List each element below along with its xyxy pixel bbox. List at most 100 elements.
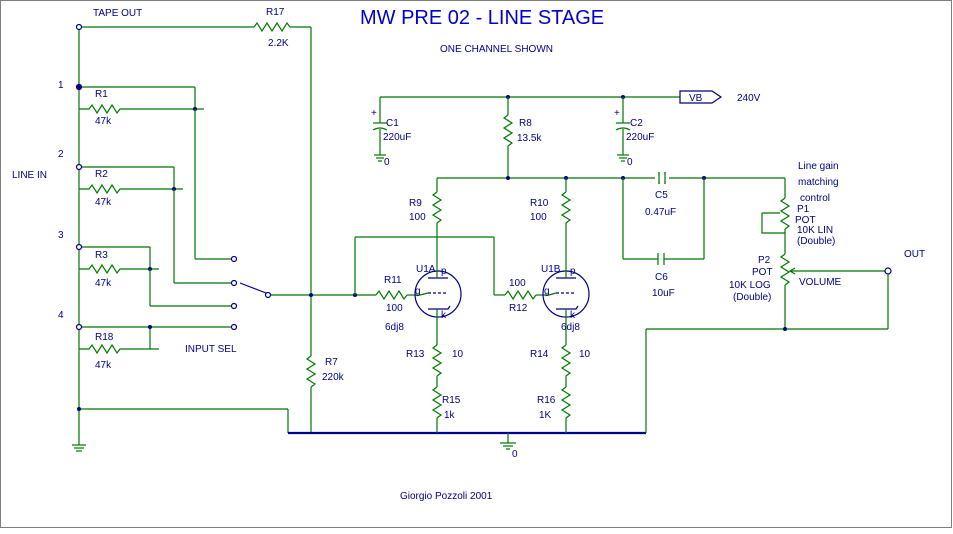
main-ground-label: 0 — [512, 449, 518, 460]
r8-value: 13.5k — [517, 133, 542, 144]
r2-ref: R2 — [95, 169, 108, 180]
p1-kind: POT — [795, 215, 816, 226]
resistor-r16 — [560, 386, 572, 419]
r3-ref: R3 — [95, 250, 108, 261]
u1a-type: 6dj8 — [385, 322, 404, 333]
supply-tag: VB — [689, 93, 703, 104]
capacitor-c1 — [372, 97, 388, 162]
r11-ref: R11 — [384, 275, 402, 286]
c5-ref: C5 — [655, 190, 668, 201]
u1b-pin-k: k — [570, 310, 576, 321]
out-terminal — [884, 267, 892, 275]
r2-value: 47k — [95, 197, 112, 208]
r12-ref: R12 — [509, 303, 528, 314]
resistor-r12 — [504, 289, 537, 301]
r12-value: 100 — [509, 278, 526, 289]
c2-ground: 0 — [627, 157, 633, 168]
tape-out-label: TAPE OUT — [93, 8, 142, 19]
r13-value: 10 — [452, 349, 464, 360]
resistor-r8 — [502, 114, 514, 147]
r18-value: 47k — [95, 360, 112, 371]
gain-note-line2: matching — [798, 177, 839, 188]
p1-ref: P1 — [797, 204, 810, 215]
input-4: 4 R18 47k — [58, 310, 231, 371]
input-4-number: 4 — [58, 310, 64, 321]
p2-ref: P2 — [758, 255, 771, 266]
tube-u1b — [542, 270, 590, 345]
c5-value: 0.47uF — [645, 207, 676, 218]
resistor-r7 — [305, 355, 317, 388]
u1b-type: 6dj8 — [561, 322, 580, 333]
r17-ref: R17 — [266, 7, 285, 18]
r13-ref: R13 — [406, 349, 425, 360]
r14-ref: R14 — [530, 349, 549, 360]
credit: Giorgio Pozzoli 2001 — [400, 491, 493, 502]
r9-ref: R9 — [409, 198, 422, 209]
subtitle: ONE CHANNEL SHOWN — [440, 44, 553, 55]
p2-value: 10K LOG — [729, 280, 771, 291]
input-sel-label: INPUT SEL — [185, 344, 237, 355]
u1b-pin-p: p — [570, 266, 576, 277]
r16-ref: R16 — [537, 395, 556, 406]
resistor-r11 — [375, 289, 408, 301]
page-title: MW PRE 02 - LINE STAGE — [360, 7, 604, 29]
r15-ref: R15 — [442, 395, 461, 406]
c2-value: 220uF — [626, 132, 654, 143]
u1b-ref: U1B — [541, 264, 561, 275]
r10-value: 100 — [530, 212, 547, 223]
pot-p1 — [779, 197, 791, 230]
r15-value: 1k — [444, 410, 456, 421]
tape-out-terminal — [75, 23, 83, 31]
c2-polarity: + — [614, 108, 620, 119]
r9-value: 100 — [409, 212, 426, 223]
pot-p1-wiper — [761, 212, 785, 234]
r7-value: 220k — [322, 372, 345, 383]
line-in-label: LINE IN — [12, 170, 47, 181]
input-2: 2 R2 47k — [58, 149, 231, 284]
input-2-number: 2 — [58, 149, 64, 160]
r17-value: 2.2K — [268, 38, 289, 49]
input-2-terminal — [75, 163, 83, 171]
resistor-r13 — [431, 344, 443, 377]
gain-note-line3: control — [800, 193, 830, 204]
tube-u1a — [414, 270, 462, 345]
ground-symbol-left — [72, 444, 86, 452]
c1-value: 220uF — [383, 132, 411, 143]
resistor-r9 — [431, 191, 443, 224]
resistor-r14 — [560, 344, 572, 377]
supply-tag-shape — [679, 90, 723, 104]
p1-value: 10K LIN — [797, 225, 833, 236]
p2-kind: POT — [752, 267, 773, 278]
p1-note: (Double) — [797, 236, 835, 247]
r14-value: 10 — [579, 349, 591, 360]
c1-polarity: + — [371, 108, 377, 119]
c2-ref: C2 — [630, 118, 643, 129]
r18-ref: R18 — [95, 332, 114, 343]
r7-ref: R7 — [325, 357, 338, 368]
r16-value: 1K — [539, 410, 552, 421]
pot-p2 — [779, 253, 791, 286]
r1-value: 47k — [95, 116, 112, 127]
input-3-terminal — [75, 243, 83, 251]
p2-function: VOLUME — [799, 277, 842, 288]
resistor-r17 — [253, 21, 291, 33]
input-3: 3 R3 47k — [58, 230, 231, 307]
u1a-pin-p: p — [441, 266, 447, 277]
input-1-number: 1 — [58, 80, 64, 91]
r3-value: 47k — [95, 278, 112, 289]
input-3-number: 3 — [58, 230, 64, 241]
resistor-r10 — [560, 191, 572, 224]
input-4-terminal — [75, 323, 83, 331]
r8-ref: R8 — [519, 118, 532, 129]
c6-ref: C6 — [655, 272, 668, 283]
input-selector-switch — [230, 255, 272, 331]
gain-note-line1: Line gain — [798, 161, 839, 172]
out-label: OUT — [904, 249, 925, 260]
supply-voltage: 240V — [737, 93, 761, 104]
c1-ground: 0 — [384, 157, 390, 168]
input-1: 1 R1 47k — [58, 80, 231, 260]
capacitor-c2 — [615, 97, 631, 162]
